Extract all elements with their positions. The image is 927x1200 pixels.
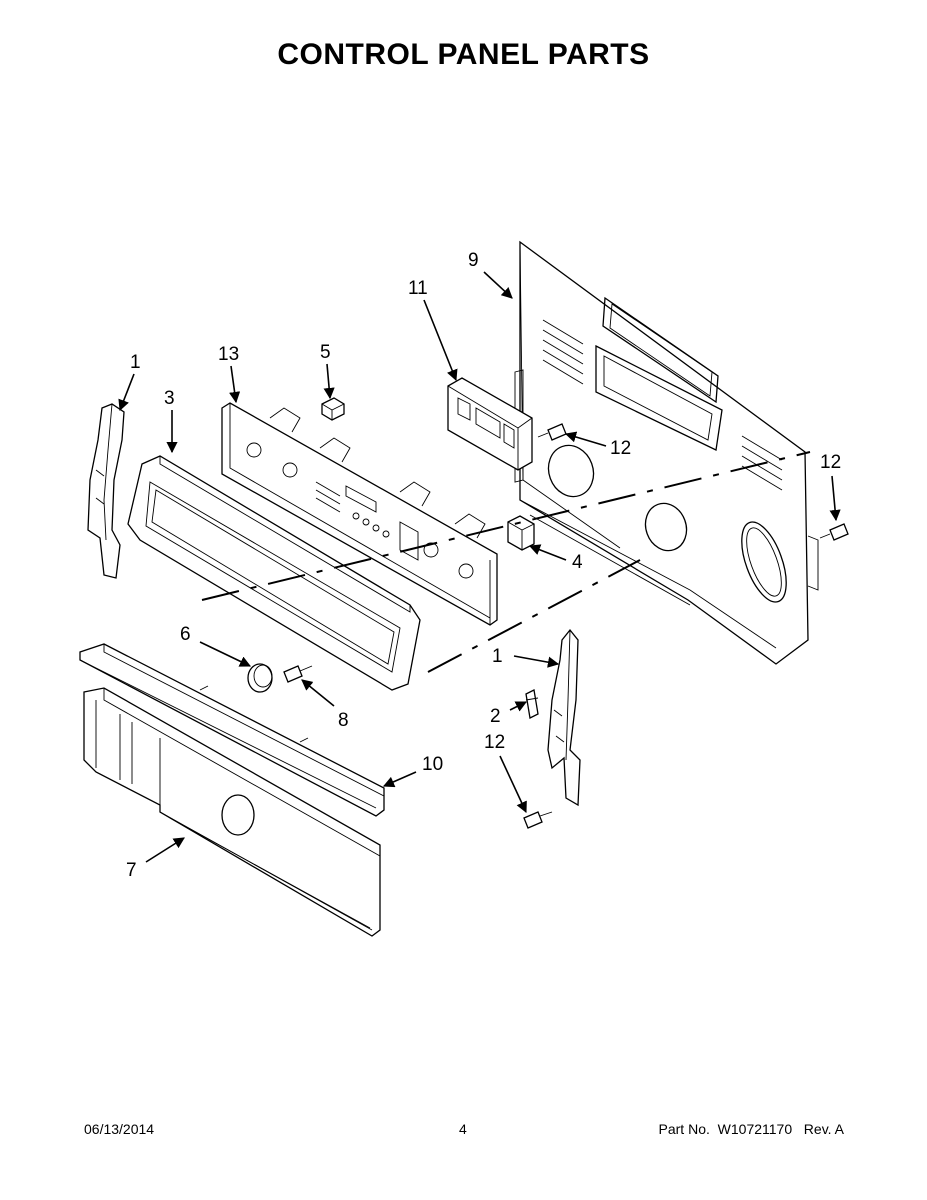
callout-10: 10 [422, 754, 443, 775]
footer-part-number: Part No. W10721170 Rev. A [659, 1121, 844, 1137]
callout-11: 11 [408, 278, 428, 299]
part-3-trim-frame [127, 455, 421, 691]
callout-12-lower: 12 [484, 732, 505, 753]
leader-13 [229, 365, 241, 404]
callout-1-left: 1 [130, 352, 141, 373]
part-9-rear-panel [514, 240, 819, 665]
footer-revision: Rev. A [803, 1121, 844, 1137]
leader-2 [509, 701, 528, 712]
footer-page-number: 4 [459, 1121, 467, 1137]
part-1-bracket-left [87, 403, 125, 579]
callout-5: 5 [320, 342, 331, 363]
callout-3: 3 [164, 388, 175, 409]
leader-1-left [118, 373, 135, 412]
leader-10 [382, 771, 417, 788]
callout-12-right: 12 [820, 452, 841, 473]
part-12-screw-lower [523, 811, 553, 829]
callout-1-right: 1 [492, 646, 503, 667]
leader-7 [145, 837, 185, 863]
assembly-line-upper [201, 451, 811, 601]
callout-4: 4 [572, 552, 583, 573]
callout-8: 8 [338, 710, 349, 731]
part-2-clip [525, 689, 539, 719]
callout-9: 9 [468, 250, 479, 271]
callout-6: 6 [180, 624, 191, 645]
part-12-screw-upper [537, 423, 567, 441]
leader-12-right [829, 475, 841, 522]
callout-12-upper: 12 [610, 438, 631, 459]
part-4-module [507, 515, 535, 551]
footer-date: 06/13/2014 [84, 1121, 155, 1137]
footer-part-value: W10721170 [717, 1121, 793, 1137]
leader-8 [301, 679, 335, 707]
page-title: CONTROL PANEL PARTS [277, 38, 650, 71]
part-6-knob [247, 663, 273, 693]
part-1-bracket-right [547, 628, 581, 807]
leader-1-right [513, 655, 560, 668]
callout-7: 7 [126, 860, 137, 881]
part-11-control-board [447, 377, 533, 471]
leader-4 [528, 544, 567, 561]
leader-12-lower [499, 755, 527, 814]
part-12-screw-right [819, 523, 849, 541]
assembly-line-lower [427, 559, 641, 673]
leader-11 [423, 299, 458, 382]
leader-12-upper [564, 431, 607, 447]
callout-13: 13 [218, 344, 239, 365]
part-5-switch [321, 397, 345, 421]
callout-2: 2 [490, 706, 501, 727]
part-7-lower-panel [83, 687, 381, 937]
leader-5 [323, 363, 335, 400]
leader-6 [199, 641, 252, 667]
footer-part-label: Part No. [658, 1121, 710, 1137]
part-8-screw [283, 665, 313, 683]
part-10-rail [79, 643, 385, 817]
leader-9 [483, 271, 513, 299]
